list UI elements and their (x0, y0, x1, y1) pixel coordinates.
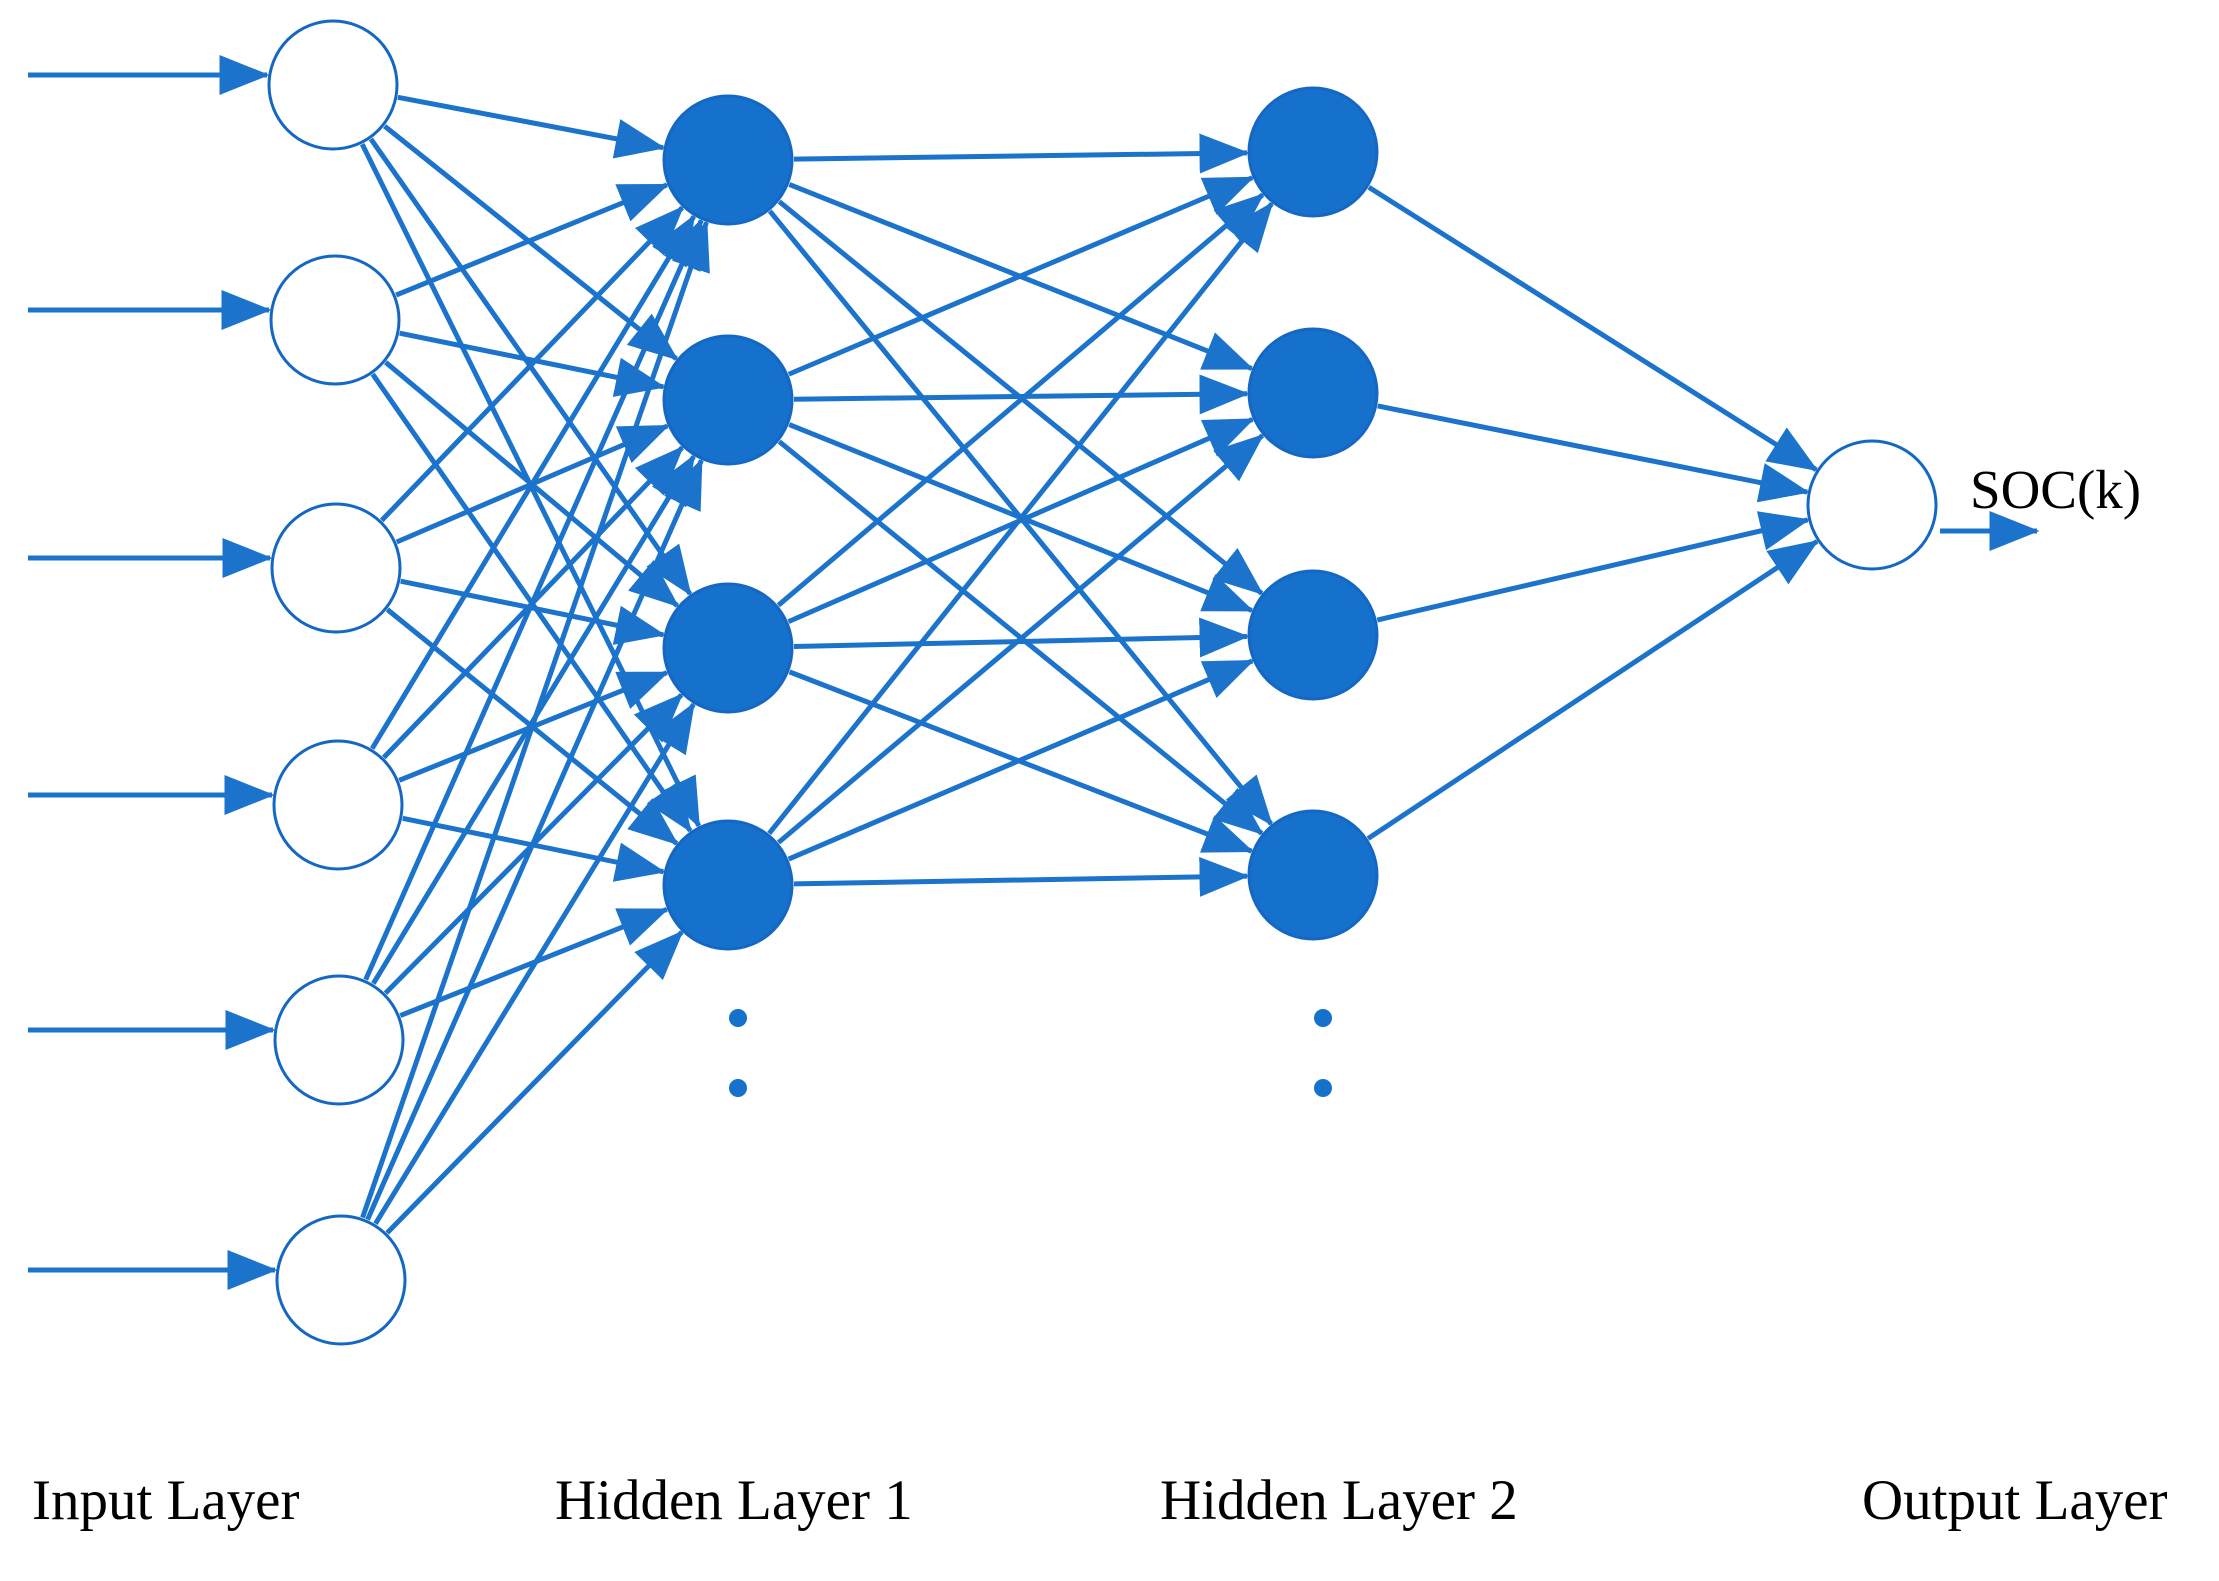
edge-h1n4-h2n3 (787, 658, 1255, 862)
edge-input6-h1n4 (385, 930, 684, 1235)
edge-input2-h1n2 (399, 330, 666, 397)
input-node-5 (273, 974, 405, 1106)
ellipsis-dots (729, 1009, 1332, 1097)
edge-h2n1-output (1367, 185, 1819, 472)
output-label: SOC(k) (1970, 459, 2141, 520)
input-node-2 (269, 254, 401, 386)
edge-input2-h1n1 (395, 182, 670, 298)
edge-input5-h1n1 (363, 218, 704, 981)
input-node-6 (275, 1214, 407, 1346)
neurons (267, 19, 1938, 1346)
input-node-4 (272, 739, 404, 871)
edge-input1-h1n1 (397, 94, 666, 159)
hidden2-node-2 (1247, 327, 1379, 459)
hidden2-ellipsis-dot-2 (1314, 1079, 1332, 1097)
edge-h1n4-h2n2 (776, 433, 1265, 845)
edge-h1n3-h2n1 (776, 192, 1265, 608)
connections (28, 55, 2040, 1290)
output-node (1806, 439, 1938, 571)
edge-h2n4-output (1366, 539, 1820, 841)
edge-input6-h1n1 (360, 220, 710, 1219)
edge-h1n2-h2n2 (793, 374, 1250, 415)
hidden2-node-3 (1247, 569, 1379, 701)
input-node-1 (267, 19, 399, 151)
edge-input6-h1n2 (365, 458, 704, 1221)
edge-h2n2-output (1377, 403, 1810, 503)
hidden1-node-3 (662, 582, 794, 714)
hidden2-node-1 (1247, 86, 1379, 218)
input-layer-label: Input Layer (32, 1469, 300, 1532)
edge-input6-h1n3 (373, 702, 696, 1226)
input-node-3 (270, 502, 402, 634)
hidden2-ellipsis-dot-1 (1314, 1009, 1332, 1027)
edge-h2n3-output (1376, 511, 1811, 623)
edge-input4-h1n1 (370, 214, 696, 750)
hidden1-node-4 (662, 819, 794, 951)
edge-input3-h1n1 (379, 205, 685, 523)
output-layer-label: Output Layer (1862, 1469, 2168, 1532)
edge-h1n2-h2n1 (787, 175, 1255, 377)
edge-h1n4-h2n1 (767, 201, 1274, 835)
hidden-layer-2-label: Hidden Layer 2 (1160, 1469, 1518, 1532)
hidden-layer-1-label: Hidden Layer 1 (555, 1469, 913, 1532)
hidden2-node-4 (1247, 809, 1379, 941)
hidden1-ellipsis-dot-2 (729, 1079, 747, 1097)
hidden1-node-2 (662, 334, 794, 466)
hidden1-ellipsis-dot-1 (729, 1009, 747, 1027)
edge-h1n4-h2n4 (793, 856, 1250, 897)
hidden1-node-1 (662, 94, 794, 226)
edge-h1n1-h2n1 (793, 133, 1250, 174)
